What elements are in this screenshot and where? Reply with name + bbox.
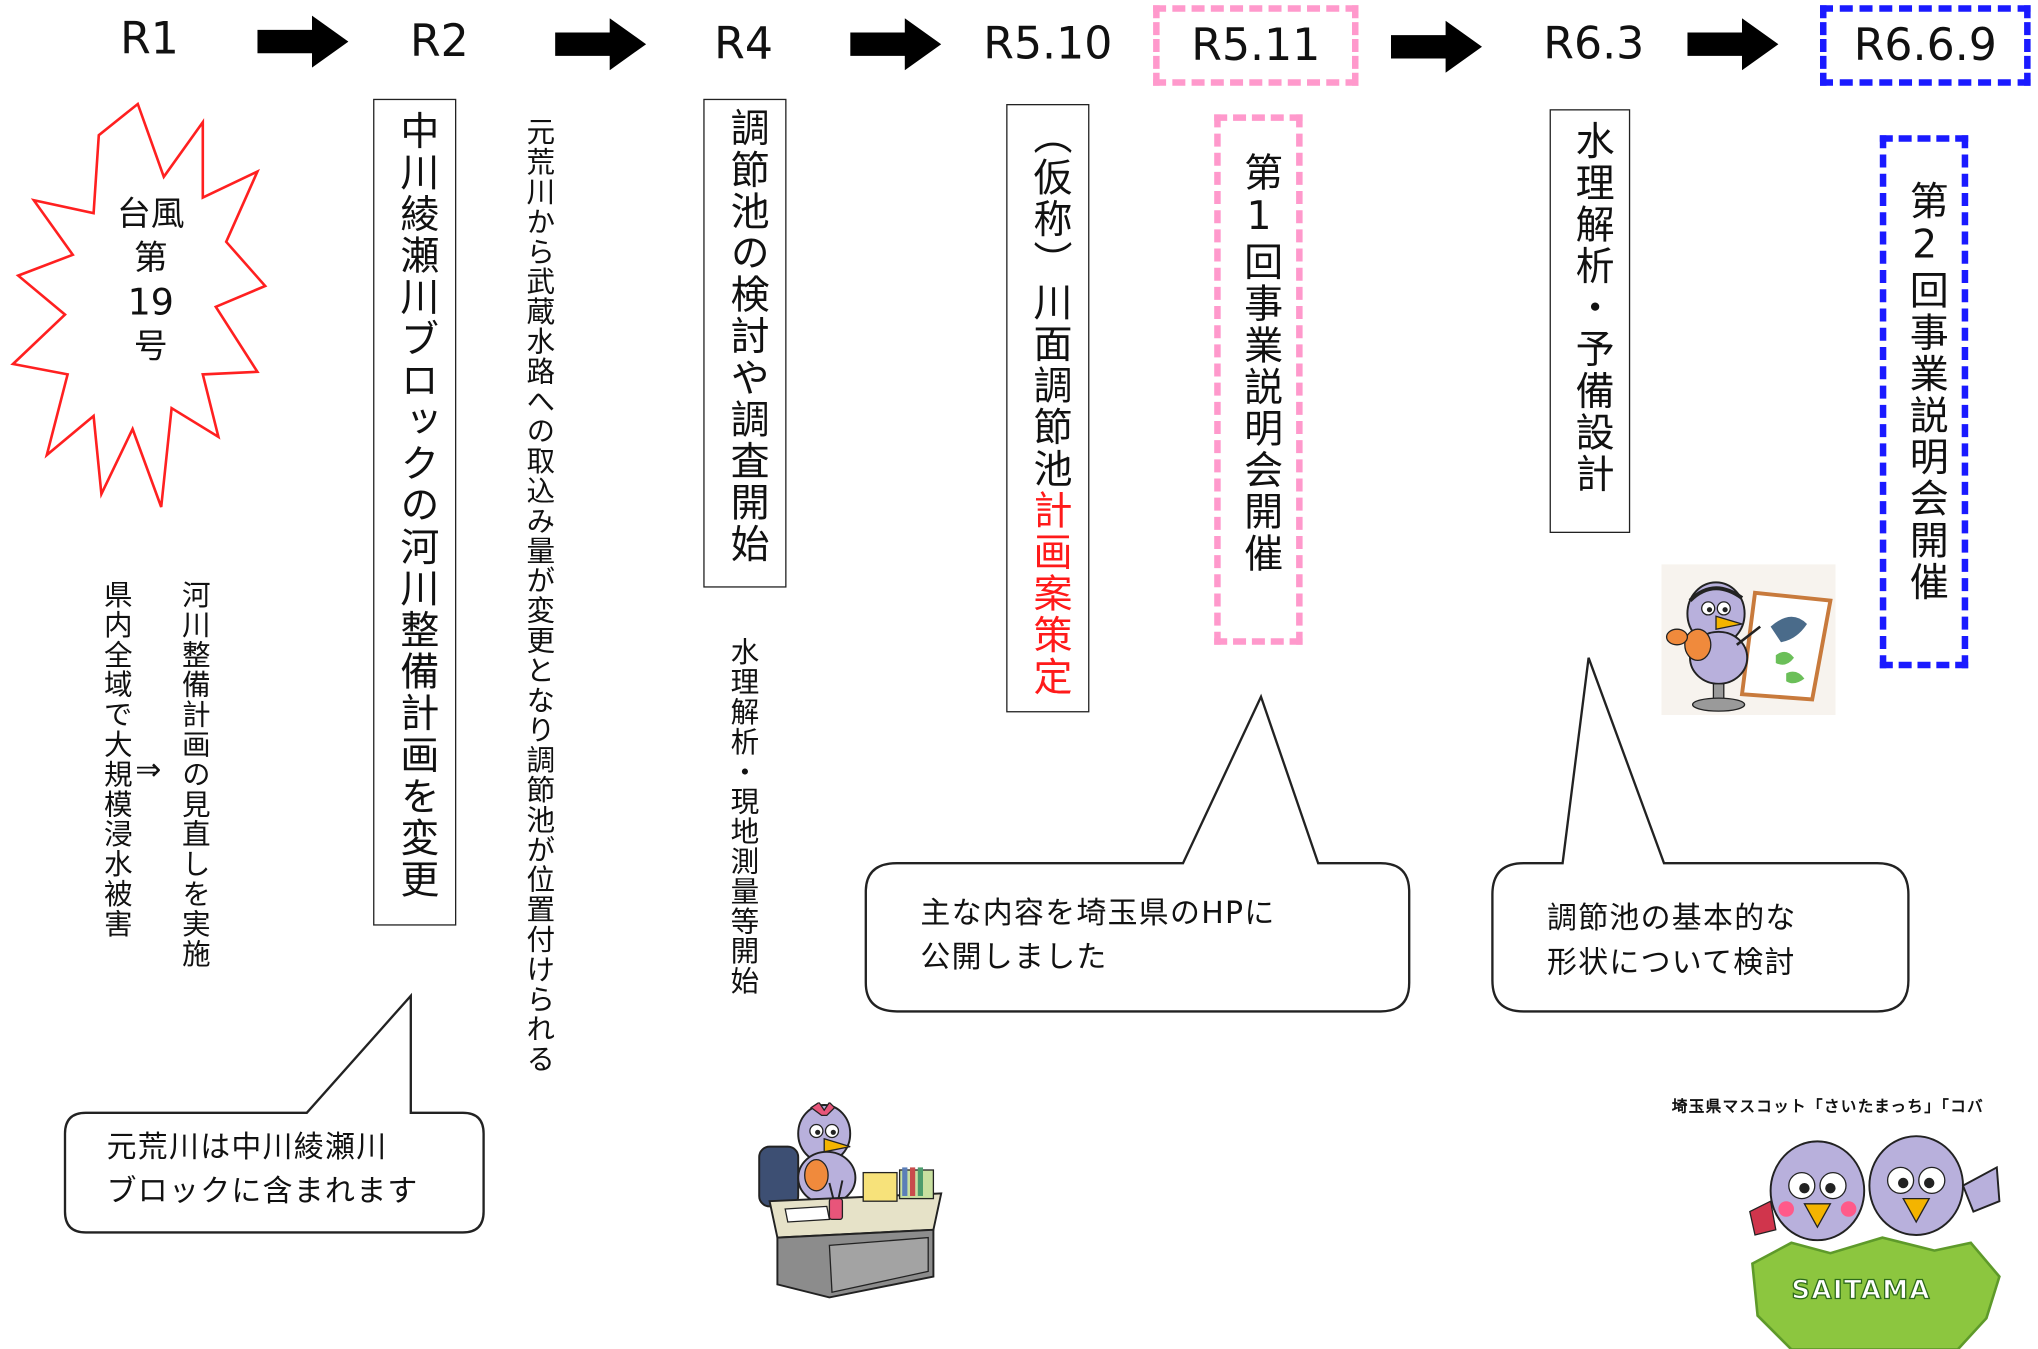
period-r6-3: R6.3 <box>1543 18 1645 71</box>
typhoon-burst-icon <box>10 101 268 508</box>
right-arrow-icon <box>555 18 647 71</box>
saitama-mascots-icon <box>1749 1135 2001 1349</box>
r6-6-9-meeting-text: 第2回事業説明会開催 <box>1901 180 1948 604</box>
typhoon-label-line: 台風 <box>116 195 185 234</box>
r6-3-callout-text: 調節池の基本的な 形状について検討 <box>1547 897 1797 985</box>
right-arrow-icon <box>850 18 942 71</box>
implies-arrow-icon: ⇒ <box>135 751 162 788</box>
flood-damage-note: 県内全域で大規模浸水被害 <box>98 579 132 939</box>
r2-plan-change-text: 中川綾瀬川ブロックの河川整備計画を変更 <box>392 110 439 901</box>
plan-review-note: 河川整備計画の見直しを実施 <box>176 579 210 969</box>
period-r4: R4 <box>714 18 774 71</box>
right-arrow-icon <box>1687 18 1779 71</box>
r4-survey-note: 水理解析・現地測量等開始 <box>725 637 758 996</box>
r2-plan-change-box: 中川綾瀬川ブロックの河川整備計画を変更 <box>373 98 457 926</box>
r5-10-plan-text: （仮称）川面調節池計画案策定 <box>1019 116 1076 698</box>
r6-3-design-text: 水理解析・予備設計 <box>1567 120 1614 496</box>
period-r5-11: R5.11 <box>1153 5 1359 86</box>
r5-10-plan-box: （仮称）川面調節池計画案策定 <box>1006 104 1090 713</box>
typhoon-label-line: 第 <box>133 239 168 279</box>
r6-6-9-meeting-box: 第2回事業説明会開催 <box>1879 135 1969 669</box>
r2-callout-bubble <box>63 992 485 1234</box>
r5-11-meeting-text: 第1回事業説明会開催 <box>1236 152 1282 575</box>
typhoon-label-line: 19 <box>127 280 174 324</box>
mascot-at-desk-icon <box>758 1102 943 1299</box>
period-r1: R1 <box>120 13 179 65</box>
r5-10-plan-status: 計画案策定 <box>1025 490 1072 699</box>
callout-line: 公開しました <box>920 941 1108 975</box>
callout-line: 形状について検討 <box>1547 946 1796 981</box>
typhoon-label-line: 号 <box>133 327 168 367</box>
mascot-caption: 埼玉県マスコット「さいたまっち」「コバ <box>1671 1097 1985 1116</box>
r4-study-text: 調節池の検討や調査開始 <box>722 107 769 566</box>
r2-intake-note: 元荒川から武蔵水路への取込み量が変更となり調節池が位置付けられる <box>521 116 554 1074</box>
callout-line: ブロックに含まれます <box>106 1175 419 1209</box>
period-r2: R2 <box>409 15 469 68</box>
saitama-logo-text: SAITAMA <box>1791 1273 1931 1306</box>
r6-3-callout-bubble <box>1491 657 1910 1013</box>
mascot-painting-icon <box>1661 564 1836 715</box>
right-arrow-icon <box>1391 20 1482 73</box>
r5-10-plan-name: （仮称）川面調節池 <box>1025 115 1072 491</box>
period-r6-6-9: R6.6.9 <box>1819 5 2031 86</box>
r5-11-callout-text: 主な内容を埼玉県のHPに 公開しました <box>920 892 1275 980</box>
callout-line: 主な内容を埼玉県のHPに <box>920 896 1276 931</box>
period-r5-10: R5.10 <box>983 18 1113 71</box>
r5-11-callout-bubble <box>864 693 1411 1013</box>
r4-study-box: 調節池の検討や調査開始 <box>703 98 787 588</box>
typhoon-label: 台風 第 19 号 <box>109 192 192 369</box>
right-arrow-icon <box>257 15 349 68</box>
r2-callout-text: 元荒川は中川綾瀬川 ブロックに含まれます <box>107 1126 419 1214</box>
r6-3-design-box: 水理解析・予備設計 <box>1549 109 1631 533</box>
r5-11-meeting-box: 第1回事業説明会開催 <box>1214 114 1303 645</box>
callout-line: 調節池の基本的な <box>1547 902 1797 936</box>
callout-line: 元荒川は中川綾瀬川 <box>106 1131 388 1165</box>
